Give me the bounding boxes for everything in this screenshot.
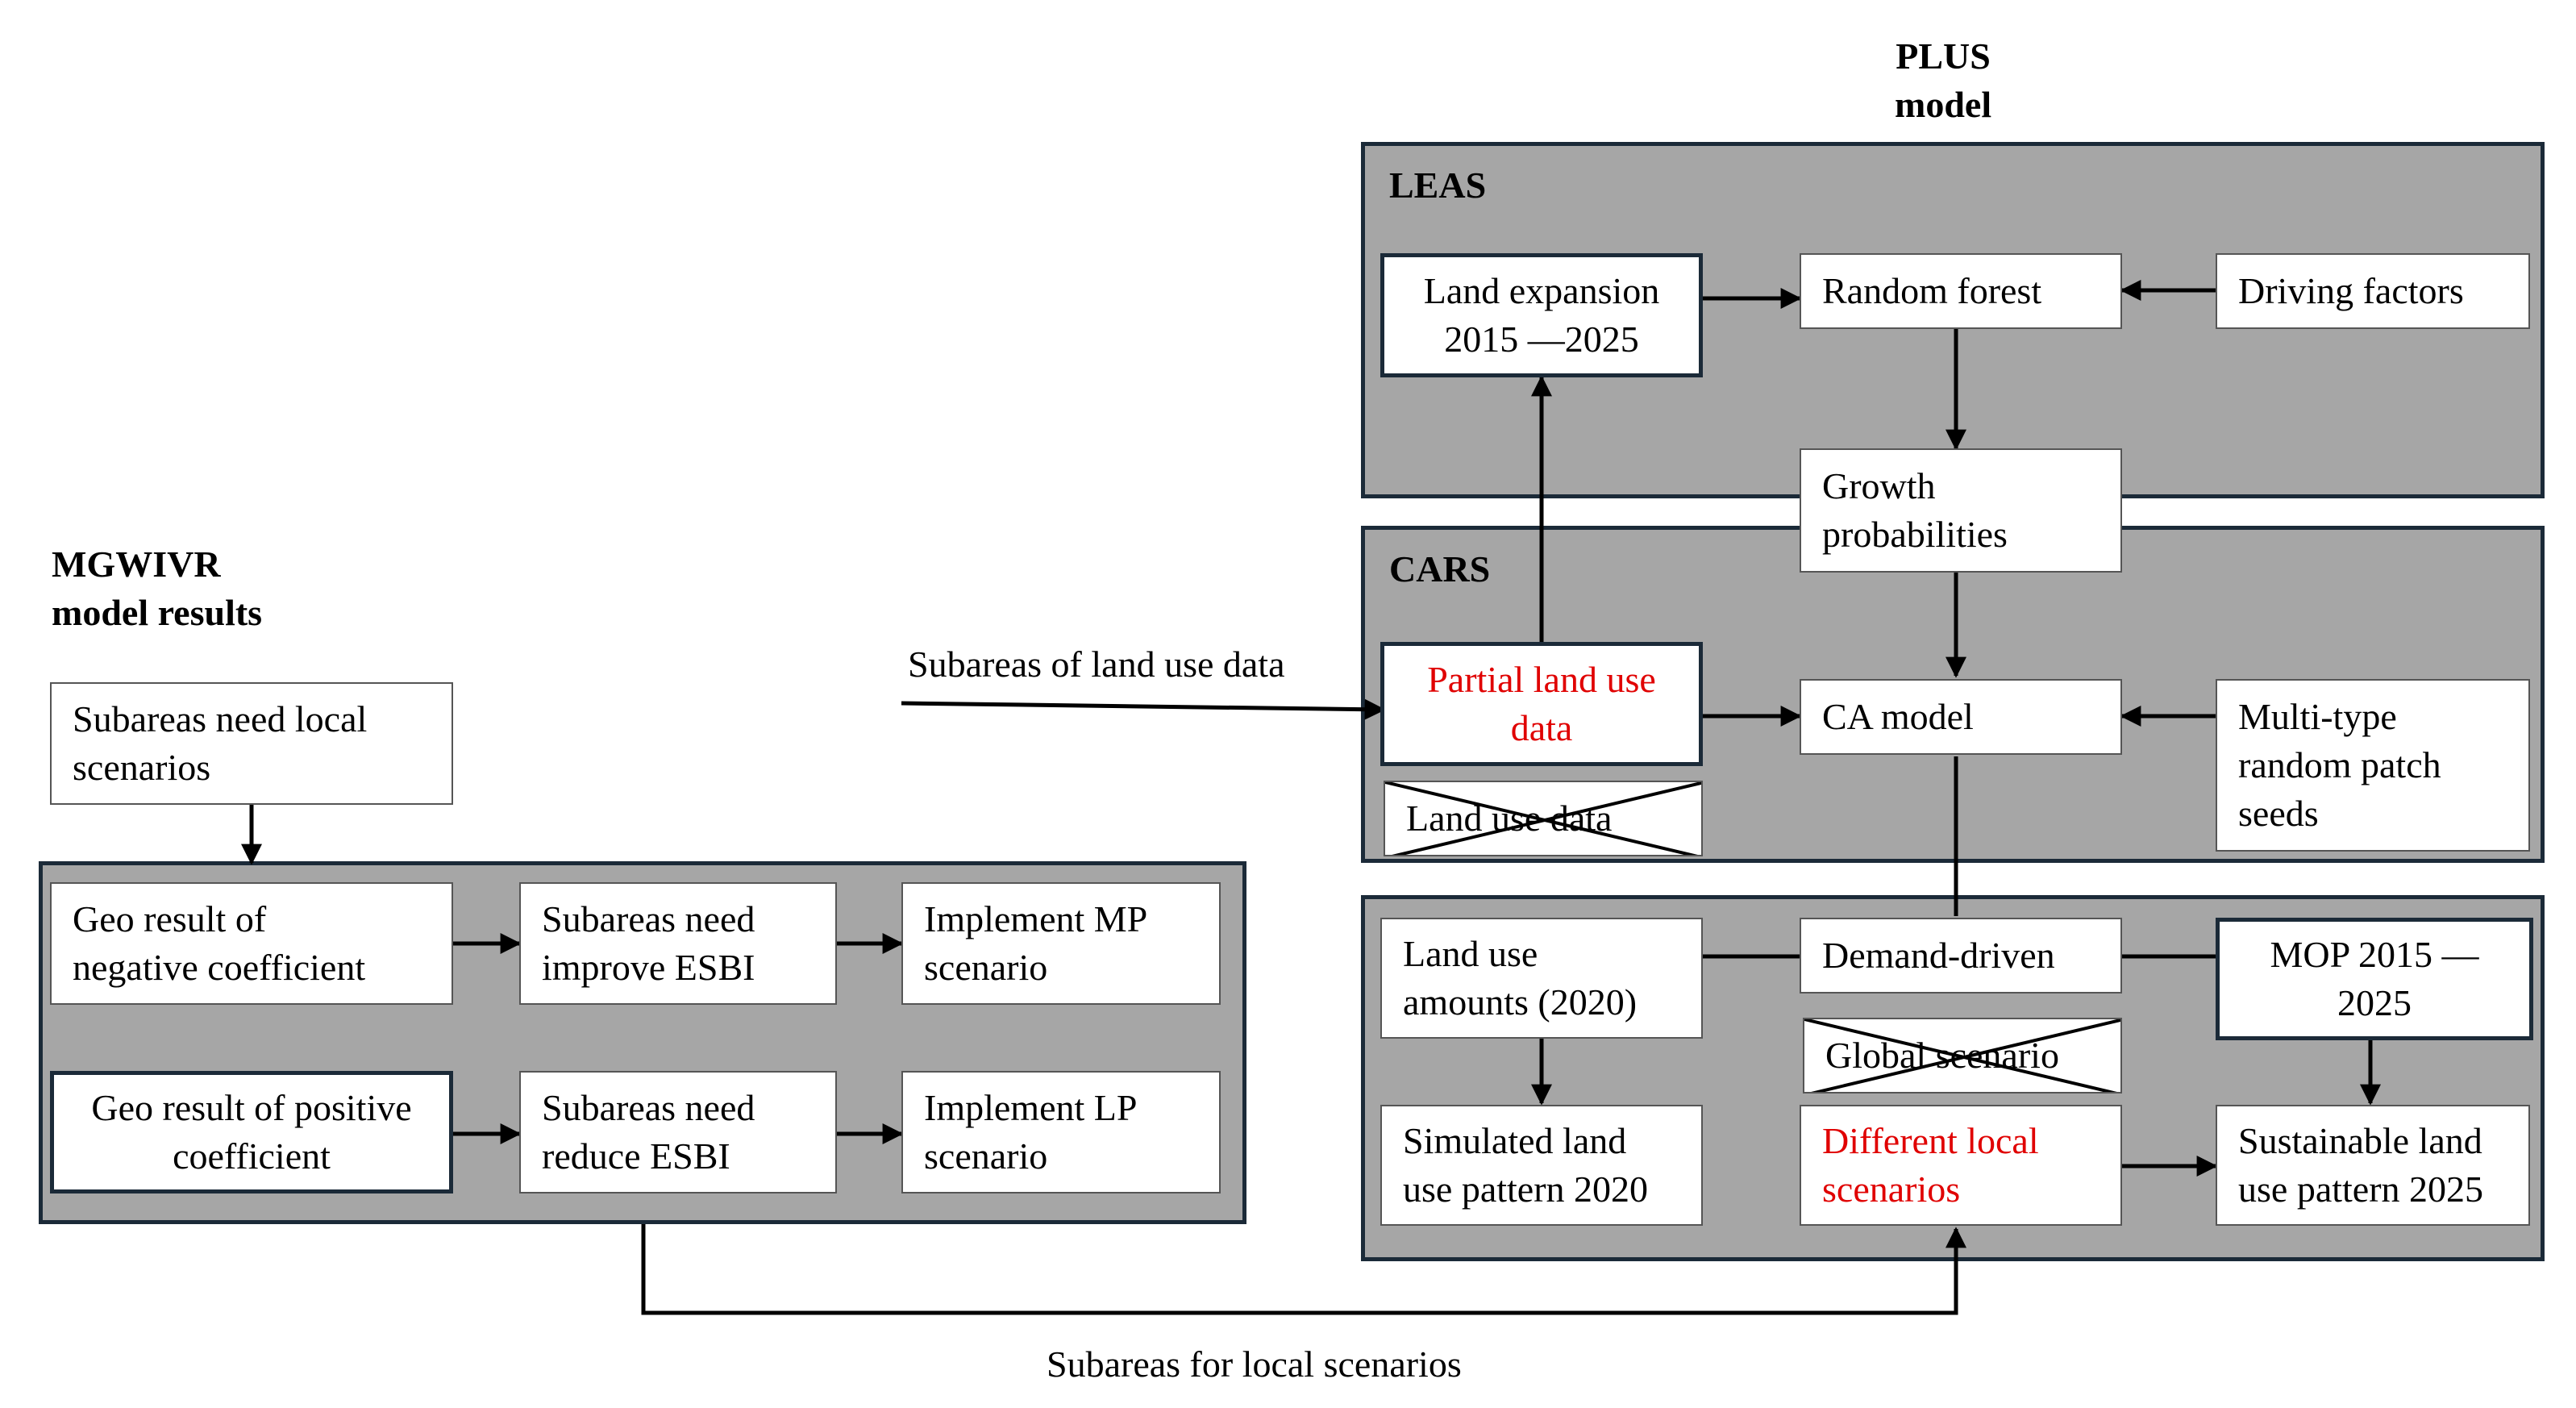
land-expansion-line2: 2015 —2025	[1444, 319, 1639, 360]
improve-esbi-node: Subareas need improve ESBI	[519, 882, 837, 1005]
subareas-land-use-label: Subareas of land use data	[908, 644, 1285, 685]
geo-positive-line1: Geo result of positive	[91, 1087, 412, 1128]
simulated-line1: Simulated land	[1403, 1120, 1627, 1161]
simulated-line2: use pattern 2020	[1403, 1168, 1649, 1210]
subareas-local-line2: scenarios	[73, 747, 211, 788]
different-local-scenarios-node: Different local scenarios	[1800, 1105, 2122, 1226]
implement-mp-node: Implement MP scenario	[901, 882, 1221, 1005]
mop-line1: MOP 2015 —	[2270, 934, 2479, 975]
random-forest-node: Random forest	[1800, 253, 2122, 329]
land-use-data-node-crossed: Land use data	[1384, 781, 1703, 856]
amounts-line2: amounts (2020)	[1403, 981, 1638, 1023]
reduce-esbi-node: Subareas need reduce ESBI	[519, 1071, 837, 1193]
arrow-subareas-for-local	[641, 1224, 1966, 1315]
mop-line2: 2025	[2337, 982, 2412, 1023]
partial-land-use-node: Partial land use data	[1380, 642, 1703, 766]
land-use-data-label: Land use data	[1406, 798, 1613, 839]
sustainable-line2: use pattern 2025	[2238, 1168, 2484, 1210]
global-scenario-node-crossed: Global scenario	[1803, 1018, 2122, 1093]
geo-positive-line2: coefficient	[173, 1135, 331, 1177]
ca-model-label: CA model	[1822, 696, 1974, 737]
arrow-subareas-to-partial	[901, 698, 1386, 720]
driving-factors-node: Driving factors	[2216, 253, 2530, 329]
lp-line2: scenario	[924, 1135, 1048, 1177]
sustainable-line1: Sustainable land	[2238, 1120, 2482, 1161]
geo-negative-line1: Geo result of	[73, 898, 267, 939]
improve-line1: Subareas need	[542, 898, 755, 939]
geo-negative-line2: negative coefficient	[73, 947, 366, 988]
plus-heading: PLUS model	[1895, 32, 1991, 129]
cars-panel-label: CARS	[1389, 548, 1491, 589]
different-line2: scenarios	[1822, 1168, 1961, 1210]
multi-line1: Multi-type	[2238, 696, 2397, 737]
land-expansion-line1: Land expansion	[1423, 270, 1660, 311]
improve-line2: improve ESBI	[542, 947, 755, 988]
plus-heading-line1: PLUS	[1896, 35, 1991, 77]
plus-heading-line2: model	[1895, 84, 1992, 125]
reduce-line1: Subareas need	[542, 1087, 755, 1128]
ca-model-node: CA model	[1800, 679, 2122, 755]
mgwivr-heading-line2: model results	[52, 592, 263, 633]
subareas-local-line1: Subareas need local	[73, 698, 368, 739]
driving-factors-label: Driving factors	[2238, 270, 2464, 311]
growth-probabilities-node: Growth probabilities	[1800, 448, 2122, 573]
random-forest-label: Random forest	[1822, 270, 2042, 311]
mp-line2: scenario	[924, 947, 1048, 988]
partial-line1: Partial land use	[1427, 659, 1656, 700]
partial-line2: data	[1510, 707, 1573, 748]
mgwivr-heading-line1: MGWIVR	[52, 544, 221, 585]
simulated-pattern-node: Simulated land use pattern 2020	[1380, 1105, 1703, 1226]
leas-panel-label: LEAS	[1389, 165, 1487, 206]
amounts-line1: Land use	[1403, 933, 1538, 974]
cross-out-mark	[1385, 782, 1701, 855]
implement-lp-node: Implement LP scenario	[901, 1071, 1221, 1193]
growth-line2: probabilities	[1822, 514, 2008, 555]
lp-line1: Implement LP	[924, 1087, 1138, 1128]
multi-line3: seeds	[2238, 793, 2319, 834]
land-use-amounts-node: Land use amounts (2020)	[1380, 918, 1703, 1039]
multi-line2: random patch	[2238, 744, 2441, 785]
subareas-need-local-node: Subareas need local scenarios	[50, 682, 453, 805]
demand-driven-label: Demand-driven	[1822, 935, 2055, 976]
land-expansion-node: Land expansion 2015 —2025	[1380, 253, 1703, 377]
mgwivr-heading: MGWIVR model results	[52, 540, 262, 637]
reduce-line2: reduce ESBI	[542, 1135, 730, 1177]
geo-positive-node: Geo result of positive coefficient	[50, 1071, 453, 1193]
sustainable-pattern-node: Sustainable land use pattern 2025	[2216, 1105, 2530, 1226]
mop-node: MOP 2015 — 2025	[2216, 918, 2533, 1040]
mp-line1: Implement MP	[924, 898, 1148, 939]
different-line1: Different local	[1822, 1120, 2039, 1161]
subareas-local-label: Subareas for local scenarios	[1047, 1343, 1462, 1385]
geo-negative-node: Geo result of negative coefficient	[50, 882, 453, 1005]
multi-type-seeds-node: Multi-type random patch seeds	[2216, 679, 2530, 852]
demand-driven-node: Demand-driven	[1800, 918, 2122, 994]
cross-out-mark	[1804, 1019, 2120, 1092]
growth-line1: Growth	[1822, 465, 1936, 506]
